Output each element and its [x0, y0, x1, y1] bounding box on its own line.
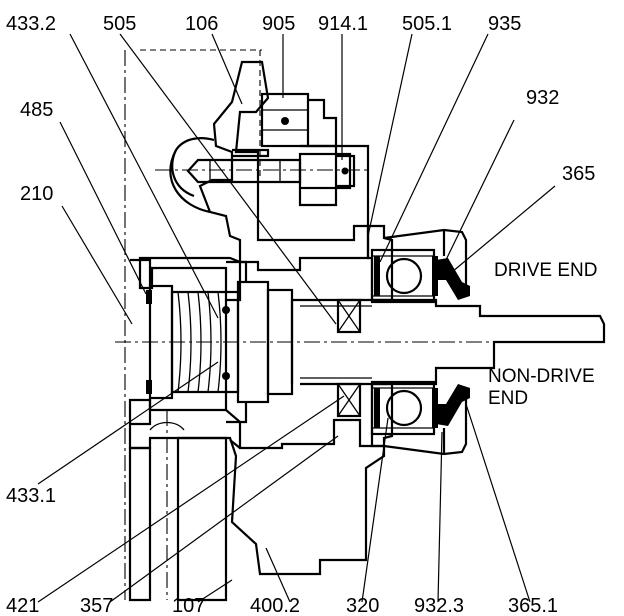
label-365-1: 365.1: [508, 595, 558, 616]
label-505: 505: [103, 13, 136, 35]
label-433-2: 433.2: [6, 13, 56, 35]
label-421: 421: [6, 595, 39, 616]
right-labels: 932 365: [526, 87, 595, 185]
top-labels: 433.2 505 106 905 914.1 505.1 935: [6, 13, 521, 35]
shaft-seals: [436, 258, 470, 426]
label-914-1: 914.1: [318, 13, 368, 35]
label-365: 365: [562, 163, 595, 185]
label-905: 905: [262, 13, 295, 35]
rotor-stack: [130, 258, 294, 426]
label-932-3: 932.3: [414, 595, 464, 616]
label-433-1: 433.1: [6, 485, 56, 507]
bolt-assembly: [186, 92, 370, 226]
label-106: 106: [185, 13, 218, 35]
left-labels: 485 210 433.1: [6, 99, 56, 507]
label-107: 107: [172, 595, 205, 616]
drive-end-label: DRIVE END: [494, 260, 597, 281]
label-935: 935: [488, 13, 521, 35]
leader-lines: [37, 33, 556, 603]
centre-lines: [115, 49, 520, 600]
bottom-labels: 421 357 107 400.2 320 932.3 365.1: [6, 595, 558, 616]
lower-housing: [128, 300, 386, 602]
bearing-housing: [366, 224, 468, 456]
non-drive-end-label-line2: END: [488, 388, 528, 409]
label-210: 210: [20, 183, 53, 205]
label-320: 320: [346, 595, 379, 616]
upper-housing: [138, 60, 370, 302]
label-485: 485: [20, 99, 53, 121]
side-annotations: DRIVE END NON-DRIVE END: [488, 260, 597, 409]
label-505-1: 505.1: [402, 13, 452, 35]
label-932: 932: [526, 87, 559, 109]
label-357: 357: [80, 595, 113, 616]
seal-rings: [336, 298, 362, 418]
label-400-2: 400.2: [250, 595, 300, 616]
ball-bearings: [370, 248, 438, 436]
non-drive-end-label-line1: NON-DRIVE: [488, 366, 595, 387]
